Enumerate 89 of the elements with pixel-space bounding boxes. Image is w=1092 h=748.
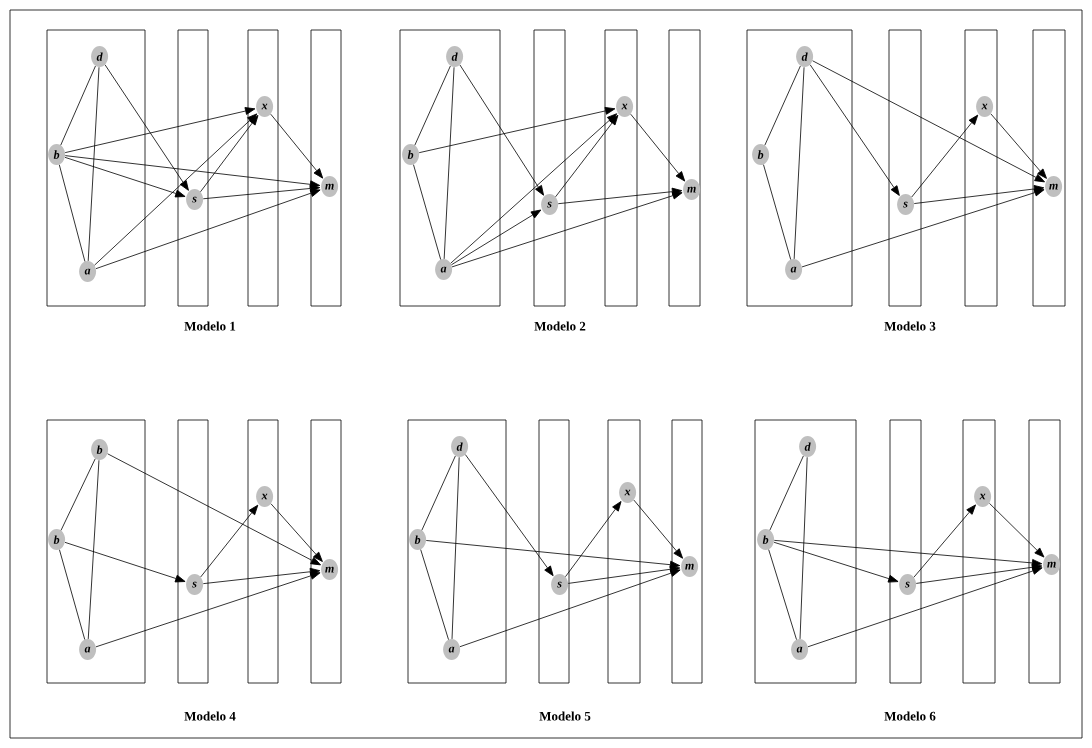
band-rectangle <box>754 419 857 684</box>
connector-line <box>60 458 96 531</box>
arrow <box>567 565 681 584</box>
connector-line <box>764 65 801 146</box>
connector-line <box>87 459 100 640</box>
arrow <box>270 503 323 562</box>
band-rectangle <box>533 29 566 307</box>
connector-line <box>443 66 455 260</box>
connector-line <box>793 66 805 260</box>
arrow <box>107 453 321 566</box>
connector-line <box>421 455 456 531</box>
arrow <box>801 188 1045 268</box>
model-caption: Modelo 2 <box>534 321 586 331</box>
band-rectangle <box>964 29 998 307</box>
model-caption: Modelo 1 <box>184 321 236 331</box>
model-caption: Modelo 5 <box>539 711 591 721</box>
connector-line <box>60 65 96 146</box>
band-rectangle <box>46 419 146 684</box>
connector-line <box>763 164 792 260</box>
arrow <box>425 540 681 569</box>
arrow <box>812 60 1045 183</box>
arrow <box>459 64 544 196</box>
band-rectangle <box>46 29 146 307</box>
connector-line <box>87 66 100 262</box>
band-rectangle <box>888 29 922 307</box>
arrow <box>64 541 186 583</box>
arrow <box>807 567 1043 648</box>
connector-line <box>451 456 460 640</box>
arrow <box>809 64 900 196</box>
band-rectangle <box>538 419 570 684</box>
band-rectangle <box>671 419 703 684</box>
arrow <box>465 454 554 577</box>
connector-line <box>768 549 797 640</box>
band-rectangle <box>310 29 342 307</box>
arrow <box>451 209 542 266</box>
model-caption: Modelo 6 <box>884 711 936 721</box>
arrow <box>913 185 1045 204</box>
arrow <box>450 113 618 264</box>
arrow <box>915 563 1043 584</box>
band-rectangle <box>1028 419 1061 684</box>
arrow <box>200 504 259 578</box>
arrow <box>202 184 321 200</box>
arrow <box>418 107 616 154</box>
arrow <box>630 113 686 182</box>
band-rectangle <box>310 419 342 684</box>
connector-line <box>58 164 86 262</box>
arrow <box>64 155 321 189</box>
band-rectangle <box>962 419 996 684</box>
band-rectangle <box>399 29 501 307</box>
arrow <box>451 191 683 268</box>
arrow <box>911 114 979 198</box>
arrow <box>200 115 259 193</box>
band-rectangle <box>607 419 641 684</box>
arrow <box>989 502 1045 558</box>
arrow <box>104 64 189 191</box>
band-rectangle <box>668 29 701 307</box>
arrow <box>990 113 1047 179</box>
band-rectangle <box>177 419 209 684</box>
arrow <box>64 107 256 154</box>
arrow <box>95 189 321 270</box>
band-rectangle <box>604 29 638 307</box>
band-rectangle <box>746 29 853 307</box>
connector-line <box>799 456 808 640</box>
arrow <box>459 569 681 648</box>
arrow <box>270 113 324 179</box>
band-rectangle <box>247 29 279 307</box>
connector-line <box>420 549 449 640</box>
arrow <box>64 156 186 198</box>
connector-line <box>413 164 442 260</box>
band-rectangle <box>177 29 209 307</box>
band-rectangle <box>1032 29 1066 307</box>
band-rectangle <box>407 419 507 684</box>
arrow <box>565 501 622 578</box>
band-rectangle <box>247 419 279 684</box>
connector-line <box>59 549 86 640</box>
arrow <box>773 541 899 583</box>
arrow <box>95 571 321 648</box>
arrow <box>773 539 1043 567</box>
connector-line <box>414 65 451 146</box>
arrow <box>557 187 683 205</box>
connector-line <box>769 455 804 531</box>
band-rectangle <box>889 419 922 684</box>
arrow <box>555 114 619 198</box>
arrow <box>94 113 258 266</box>
model-caption: Modelo 4 <box>184 711 236 721</box>
model-caption: Modelo 3 <box>884 321 936 331</box>
arrow <box>913 504 976 578</box>
arrow <box>202 567 321 585</box>
arrow <box>633 499 683 559</box>
